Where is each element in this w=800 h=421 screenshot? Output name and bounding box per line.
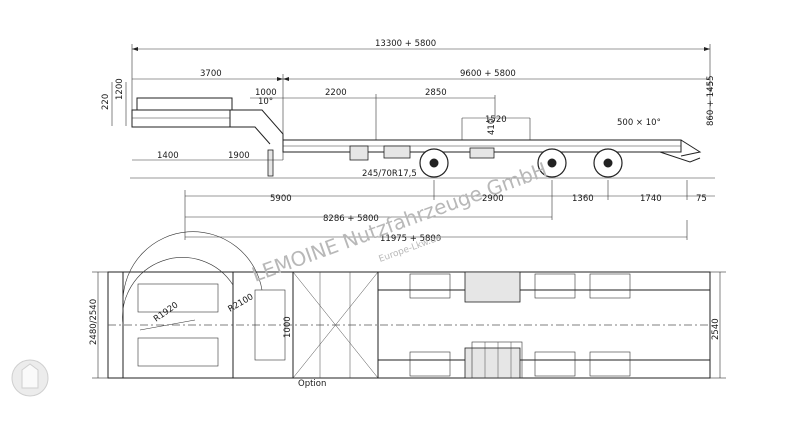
dim-8286: 8286 + 5800 bbox=[323, 214, 379, 224]
radius-1920: R1920 bbox=[152, 300, 180, 324]
watermark-logo bbox=[11, 359, 49, 397]
top-view bbox=[92, 231, 726, 379]
dim-front: 3700 bbox=[200, 69, 222, 79]
dim-75: 75 bbox=[696, 194, 707, 204]
dim-1520: 1520 bbox=[485, 115, 507, 125]
side-view-labels: 13300 + 5800 3700 9600 + 5800 1000 10° 2… bbox=[101, 39, 716, 244]
dim-1740: 1740 bbox=[640, 194, 662, 204]
width-left: 2480/2540 bbox=[89, 299, 99, 345]
tyre-size: 245/70R17,5 bbox=[362, 169, 417, 179]
dim-1360: 1360 bbox=[572, 194, 594, 204]
radius-2100: R2100 bbox=[227, 292, 256, 314]
dim-5900: 5900 bbox=[270, 194, 292, 204]
dim-1900: 1900 bbox=[228, 151, 250, 161]
dim-55: - 55 bbox=[706, 75, 716, 92]
width-right: 2540 bbox=[711, 318, 721, 340]
dim-1400: 1400 bbox=[157, 151, 179, 161]
dim-860: 860 + 145 bbox=[706, 81, 716, 126]
dim-2850: 2850 bbox=[425, 88, 447, 98]
dim-ramp: 500 × 10° bbox=[617, 118, 661, 128]
dim-410: 410 bbox=[487, 119, 497, 135]
dim-2200: 2200 bbox=[325, 88, 347, 98]
option-label: Option bbox=[298, 379, 326, 389]
dim-overall: 13300 + 5800 bbox=[375, 39, 436, 49]
dim-angle: 10° bbox=[258, 97, 273, 107]
dim-1200: 1200 bbox=[115, 78, 125, 100]
top-view-labels: R1920 R2100 2480/2540 2540 1000 Option bbox=[89, 292, 721, 389]
dim-1000-top: 1000 bbox=[283, 316, 293, 338]
dim-11975: 11975 + 5800 bbox=[380, 234, 441, 244]
dim-1000: 1000 bbox=[255, 88, 277, 98]
dim-220: 220 bbox=[101, 94, 111, 110]
side-view bbox=[111, 44, 715, 240]
dim-rear: 9600 + 5800 bbox=[460, 69, 516, 79]
dim-2900: 2900 bbox=[482, 194, 504, 204]
